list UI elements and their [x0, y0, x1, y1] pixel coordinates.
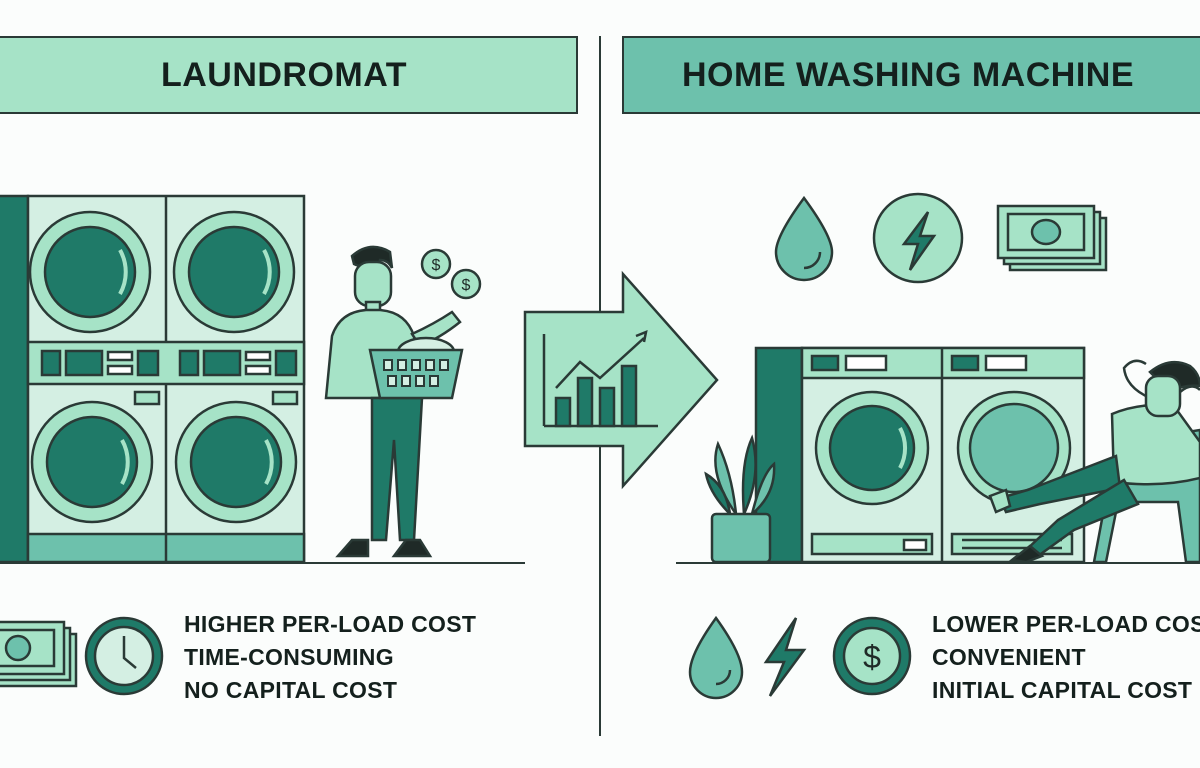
clock-icon: [84, 616, 164, 696]
cash-icon: [996, 204, 1108, 272]
lightning-icon: [872, 192, 964, 284]
person-relaxing-in-chair: [988, 359, 1200, 564]
dryer-door: [956, 390, 1072, 506]
lightning-icon: [763, 617, 807, 697]
laundromat-scene: $ $: [0, 194, 482, 564]
right-floor-line: [676, 562, 1200, 564]
laundromat-point: TIME-CONSUMING: [184, 644, 394, 670]
washer-door-bottom-right: [174, 400, 298, 524]
svg-text:$: $: [462, 277, 471, 294]
dollar-coin-icon: $: [832, 616, 912, 696]
laundry-basket: [368, 348, 464, 400]
home-washer-point: CONVENIENT: [932, 644, 1086, 670]
laundromat-point: HIGHER PER-LOAD COST: [184, 611, 477, 637]
svg-text:$: $: [863, 639, 881, 675]
laundromat-point: NO CAPITAL COST: [184, 677, 398, 703]
home-washer-dryer: [800, 346, 1086, 564]
cash-icon: [0, 620, 78, 688]
coins-icon: $ $: [420, 248, 482, 300]
laundromat-points: HIGHER PER-LOAD COST TIME-CONSUMING NO C…: [184, 608, 476, 707]
home-washer-point: INITIAL CAPITAL COST: [932, 677, 1193, 703]
potted-plant-icon: [704, 434, 776, 564]
washer-door-top-left: [28, 210, 152, 334]
home-washer-point: LOWER PER-LOAD COST: [932, 611, 1200, 637]
water-drop-icon: [688, 615, 744, 700]
washer-door: [814, 390, 930, 506]
water-drop-icon: [774, 195, 834, 282]
home-washer-banner: HOME WASHING MACHINE: [622, 36, 1200, 114]
person-with-basket: [324, 245, 464, 558]
machine-side-panel: [754, 346, 804, 564]
svg-text:$: $: [432, 257, 441, 274]
home-washer-title: HOME WASHING MACHINE: [682, 55, 1134, 94]
home-washer-points: LOWER PER-LOAD COST CONVENIENT INITIAL C…: [932, 608, 1200, 707]
laundromat-banner: LAUNDROMAT: [0, 36, 578, 114]
washer-door-bottom-left: [30, 400, 154, 524]
washer-door-top-right: [172, 210, 296, 334]
machine-side-panel: [0, 194, 30, 564]
laundromat-title: LAUNDROMAT: [160, 55, 408, 94]
